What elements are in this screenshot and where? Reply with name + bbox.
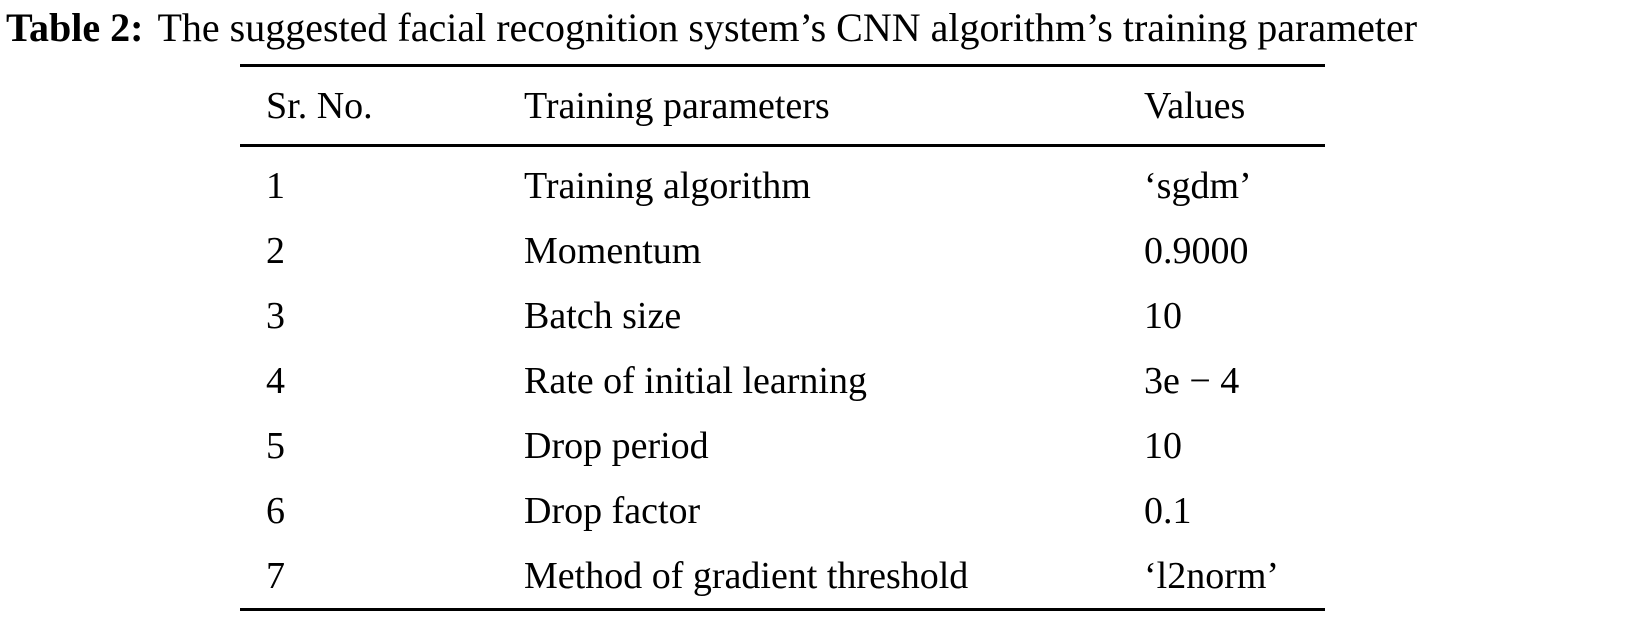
header-training-parameters: Training parameters <box>524 84 830 127</box>
cell-sr-no: 3 <box>266 294 285 337</box>
table-caption: Table 2: The suggested facial recognition… <box>6 4 1417 52</box>
caption-label: Table 2: <box>6 5 144 50</box>
header-values: Values <box>1144 84 1246 127</box>
cell-parameter: Drop factor <box>524 489 701 532</box>
table-row: 3 Batch size 10 <box>240 283 1325 348</box>
table-row: 5 Drop period 10 <box>240 413 1325 478</box>
cell-value: 3e − 4 <box>1144 359 1240 402</box>
cell-parameter: Drop period <box>524 424 709 467</box>
caption-text: The suggested facial recognition system’… <box>157 5 1418 50</box>
cell-value: ‘sgdm’ <box>1144 164 1252 207</box>
cell-value: 10 <box>1144 294 1182 337</box>
cell-sr-no: 2 <box>266 229 285 272</box>
table-row: 6 Drop factor 0.1 <box>240 478 1325 543</box>
header-row: Sr. No. Training parameters Values <box>240 65 1325 146</box>
table-row: 4 Rate of initial learning 3e − 4 <box>240 348 1325 413</box>
cell-value: 10 <box>1144 424 1182 467</box>
training-parameters-table: Sr. No. Training parameters Values 1 Tra… <box>240 64 1325 611</box>
table-row: 2 Momentum 0.9000 <box>240 218 1325 283</box>
cell-value: 0.1 <box>1144 489 1192 532</box>
cell-parameter: Training algorithm <box>524 164 811 207</box>
cell-parameter: Batch size <box>524 294 682 337</box>
cell-parameter: Momentum <box>524 229 702 272</box>
cell-sr-no: 7 <box>266 554 285 597</box>
table-row: 7 Method of gradient threshold ‘l2norm’ <box>240 543 1325 610</box>
cell-sr-no: 4 <box>266 359 285 402</box>
table-row: 1 Training algorithm ‘sgdm’ <box>240 146 1325 219</box>
cell-sr-no: 6 <box>266 489 285 532</box>
cell-value: 0.9000 <box>1144 229 1249 272</box>
cell-sr-no: 1 <box>266 164 285 207</box>
cell-parameter: Rate of initial learning <box>524 359 867 402</box>
cell-sr-no: 5 <box>266 424 285 467</box>
cell-parameter: Method of gradient threshold <box>524 554 969 597</box>
cell-value: ‘l2norm’ <box>1144 554 1280 597</box>
header-sr-no: Sr. No. <box>266 84 373 127</box>
